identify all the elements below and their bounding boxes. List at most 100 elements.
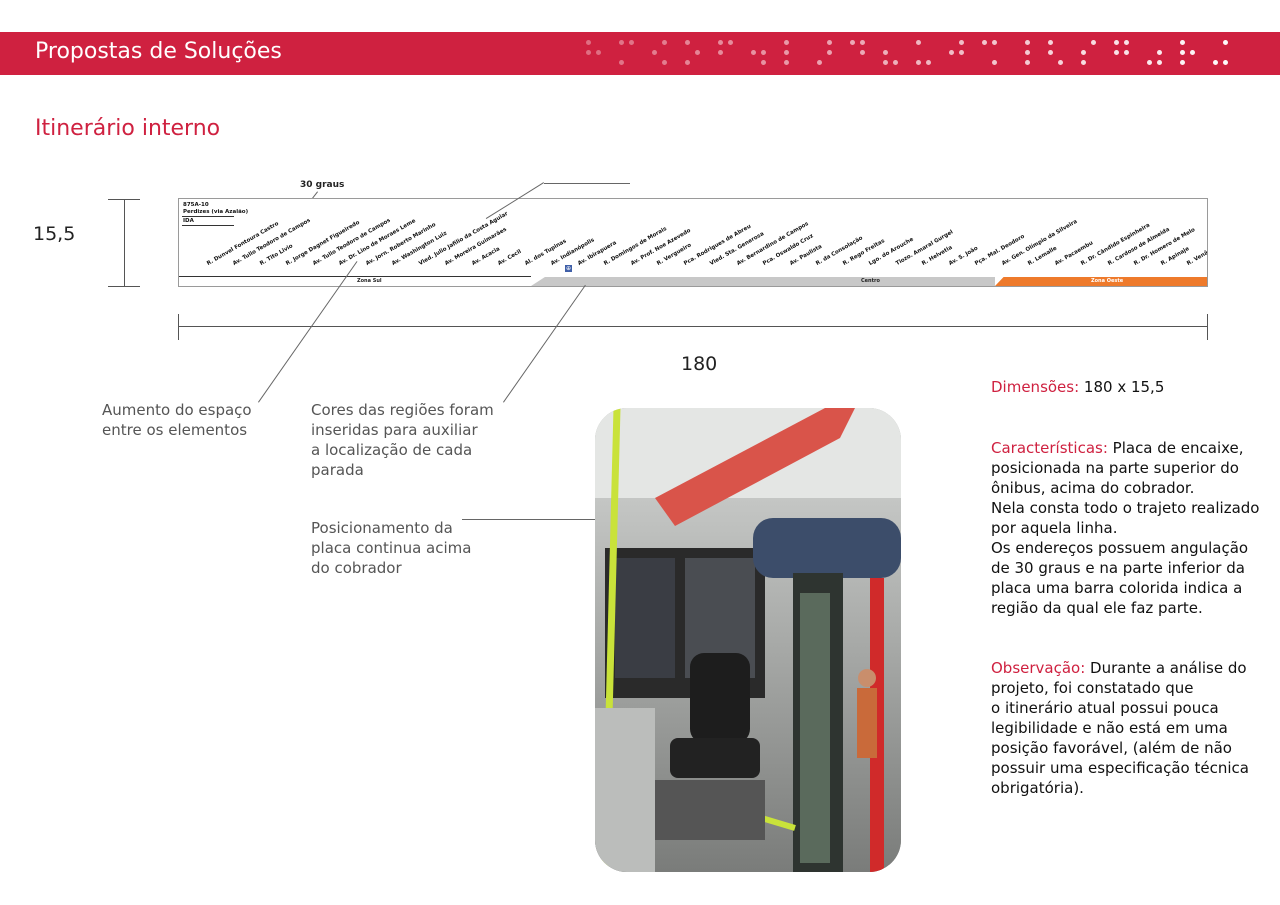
braille-dot xyxy=(817,60,822,65)
braille-dot xyxy=(1180,60,1185,65)
sign-separator xyxy=(182,225,234,226)
braille-dot xyxy=(1091,40,1096,45)
braille-dot xyxy=(751,50,756,55)
braille-dot xyxy=(1058,60,1063,65)
height-dimension-tick-bottom xyxy=(108,286,140,287)
sign-stop: Av. Cecil xyxy=(497,248,523,267)
sign-stop: R. da Consolação xyxy=(815,235,865,267)
info-characteristics-key: Características: xyxy=(991,439,1108,457)
info-dimensions-key: Dimensões: xyxy=(991,378,1080,396)
braille-dot xyxy=(916,40,921,45)
braille-dot xyxy=(893,60,898,65)
sign-direction: IDA xyxy=(183,218,194,224)
braille-dot xyxy=(949,50,954,55)
metro-icon: ⊕ xyxy=(565,265,572,272)
position-leader xyxy=(462,519,650,520)
section-title: Itinerário interno xyxy=(35,116,221,141)
braille-dot xyxy=(596,50,601,55)
sign-top-leader xyxy=(544,183,630,184)
braille-dot xyxy=(1223,60,1228,65)
braille-dot xyxy=(827,40,832,45)
zone-label: Zona Oeste xyxy=(1091,278,1124,284)
height-dimension-label: 15,5 xyxy=(33,223,76,245)
header-band: Propostas de Soluções xyxy=(0,32,1280,75)
braille-dot xyxy=(662,40,667,45)
braille-dot xyxy=(883,60,888,65)
note-line: Posicionamento da xyxy=(311,519,453,537)
zone-bar-oeste: Zona Oeste xyxy=(995,277,1207,286)
braille-dot xyxy=(1081,50,1086,55)
width-dimension-line xyxy=(178,326,1208,327)
colors-leader xyxy=(503,284,586,403)
braille-dot xyxy=(992,60,997,65)
sign-separator xyxy=(182,216,234,217)
sign-line-name: Perdizes (via Azalão) xyxy=(183,209,249,215)
note-colors: Cores das regiões foram inseridas para au… xyxy=(311,400,494,480)
info-dimensions-value: 180 x 15,5 xyxy=(1079,378,1165,396)
height-dimension-tick-top xyxy=(108,199,140,200)
braille-dot xyxy=(1081,60,1086,65)
braille-dot xyxy=(1025,60,1030,65)
braille-dot xyxy=(784,50,789,55)
braille-dot xyxy=(685,60,690,65)
braille-dot xyxy=(662,60,667,65)
bus-interior-illustration xyxy=(595,408,901,872)
note-line: do cobrador xyxy=(311,559,402,577)
note-line: a localização de cada xyxy=(311,441,473,459)
height-dimension-line xyxy=(124,199,125,287)
width-dimension-label: 180 xyxy=(681,353,718,375)
braille-dot xyxy=(629,40,634,45)
braille-dot xyxy=(586,40,591,45)
sign-stop: R. Venâncio xyxy=(1186,243,1208,267)
braille-dot xyxy=(652,50,657,55)
width-dimension-tick-right xyxy=(1207,314,1208,340)
braille-dot xyxy=(1190,50,1195,55)
note-spacing: Aumento do espaço entre os elementos xyxy=(102,400,252,440)
angle-label: 30 graus xyxy=(300,180,345,190)
info-observation-value: Durante a análise do projeto, foi consta… xyxy=(991,659,1249,797)
braille-dot xyxy=(1048,40,1053,45)
sign-stop: Pça. Mal. Deodoro xyxy=(974,233,1026,267)
braille-dot xyxy=(1124,40,1129,45)
braille-pattern xyxy=(586,38,1266,70)
braille-dot xyxy=(784,60,789,65)
braille-dot xyxy=(761,60,766,65)
braille-dot xyxy=(784,40,789,45)
bus-interior-photo xyxy=(595,408,901,872)
braille-dot xyxy=(850,40,855,45)
sign-stop: Al. dos Tupinas xyxy=(523,238,568,267)
braille-dot xyxy=(619,60,624,65)
braille-dot xyxy=(1213,60,1218,65)
note-line: inseridas para auxiliar xyxy=(311,421,478,439)
info-dimensions: Dimensões: 180 x 15,5 xyxy=(991,377,1261,397)
braille-dot xyxy=(1157,50,1162,55)
braille-dot xyxy=(1157,60,1162,65)
braille-dot xyxy=(860,50,865,55)
braille-dot xyxy=(1147,60,1152,65)
sign-line-code: 875A-10 xyxy=(183,202,209,208)
note-line: parada xyxy=(311,461,364,479)
braille-dot xyxy=(685,40,690,45)
header-title: Propostas de Soluções xyxy=(35,39,282,64)
note-line: Aumento do espaço xyxy=(102,401,252,419)
zone-bar-centro: Centro xyxy=(531,277,995,286)
braille-dot xyxy=(761,50,766,55)
braille-dot xyxy=(959,50,964,55)
braille-dot xyxy=(860,40,865,45)
braille-dot xyxy=(1025,40,1030,45)
braille-dot xyxy=(1114,40,1119,45)
braille-dot xyxy=(1124,50,1129,55)
info-observation: Observação: Durante a análise do projeto… xyxy=(991,638,1261,798)
note-line: Cores das regiões foram xyxy=(311,401,494,419)
note-line: entre os elementos xyxy=(102,421,248,439)
width-dimension-tick-left xyxy=(178,314,179,340)
braille-dot xyxy=(718,40,723,45)
zone-label: Zona Sul xyxy=(357,278,382,284)
braille-dot xyxy=(1025,50,1030,55)
braille-dot xyxy=(959,40,964,45)
info-characteristics: Características: Placa de encaixe, posic… xyxy=(991,418,1261,618)
zone-bar-sul: Zona Sul xyxy=(179,276,531,286)
info-observation-key: Observação: xyxy=(991,659,1086,677)
braille-dot xyxy=(1223,40,1228,45)
zone-label: Centro xyxy=(861,278,880,284)
